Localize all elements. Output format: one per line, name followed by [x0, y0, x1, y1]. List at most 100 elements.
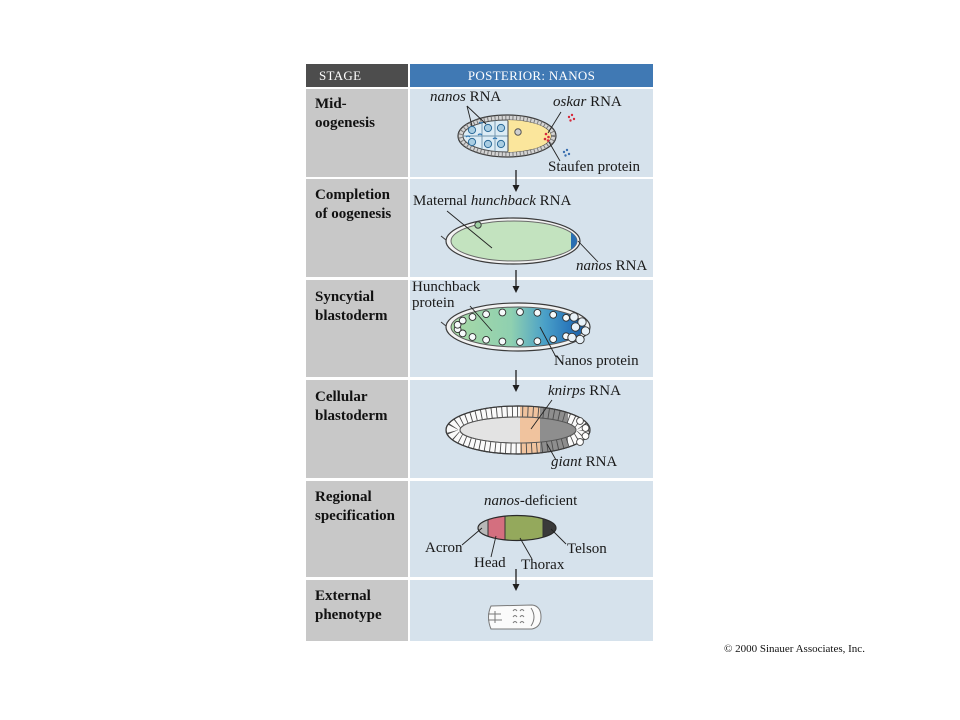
- oskar-rna-cluster: [543, 132, 550, 142]
- syncytial-nucleus: [562, 313, 570, 322]
- label-italic-part: knirps: [548, 383, 586, 399]
- stage-label-external-phenotype: External phenotype: [315, 587, 382, 624]
- label-thorax: Thorax: [521, 557, 565, 573]
- staufen-protein-symbol: [562, 148, 571, 157]
- arrow-down: [512, 170, 520, 192]
- larva-denticle-marks: [512, 609, 525, 624]
- larva-head-skeleton: [488, 611, 502, 623]
- follicle-cells: [458, 115, 556, 157]
- syncytial-nucleus: [458, 316, 467, 325]
- head-region: [488, 515, 505, 541]
- pole-cell: [576, 438, 584, 446]
- stage-label-mid-oogenesis: Mid- oogenesis: [315, 95, 375, 132]
- leader-lines-row1: [466, 105, 562, 162]
- nurse-nucleus: [496, 123, 506, 133]
- segment-regions: [478, 515, 556, 541]
- syncytial-nucleus: [516, 308, 524, 316]
- syncytial-nucleus: [516, 338, 524, 346]
- pole-cell: [575, 334, 585, 345]
- stage-cell-regional: [306, 481, 408, 577]
- syncytial-nuclei: [453, 308, 570, 346]
- nurse-nucleus: [467, 137, 477, 147]
- pole-cell: [570, 322, 581, 332]
- syncytial-nucleus: [453, 320, 462, 329]
- label-italic-part: oskar: [553, 94, 587, 110]
- arrow-down: [512, 270, 520, 293]
- oocyte-nucleus: [514, 128, 522, 136]
- thorax-region: [505, 515, 543, 541]
- label-rest-part: RNA: [465, 89, 502, 105]
- label-italic-part: nanos: [484, 493, 520, 509]
- stage-label-line: External: [315, 588, 371, 604]
- pole-cell: [580, 326, 591, 336]
- pole-cells: [567, 312, 591, 345]
- label-oskar-rna: oskar RNA: [553, 94, 622, 111]
- stage-label-line: Regional: [315, 489, 372, 505]
- nurse-nucleus: [483, 123, 493, 133]
- stage-cell-completion: [306, 179, 408, 277]
- label-nanos-rna-oogenesis: nanos RNA: [430, 89, 501, 106]
- posterior-nanos-rna: [571, 221, 577, 261]
- header-title-cell: POSTERIOR: NANOS: [410, 64, 653, 87]
- stage-label-line: of oogenesis: [315, 205, 392, 222]
- stage-label-line: Completion: [315, 187, 390, 203]
- arrow-down: [512, 370, 520, 392]
- larva-posterior-fold: [530, 607, 535, 627]
- stage-label-syncytial-blastoderm: Syncytial blastoderm: [315, 288, 388, 325]
- stage-label-line: Cellular: [315, 389, 368, 405]
- acron-region: [478, 515, 488, 541]
- syncytial-embryo: [440, 302, 591, 358]
- syncytial-nucleus: [533, 337, 542, 346]
- syncytial-nucleus: [498, 308, 507, 317]
- label-giant-rna: giant RNA: [551, 454, 617, 471]
- pole-cell: [567, 332, 577, 343]
- syncytial-nucleus: [468, 313, 477, 321]
- label-knirps-rna: knirps RNA: [548, 383, 621, 400]
- label-hunchback-protein: Hunchback protein: [412, 279, 480, 311]
- label-telson: Telson: [567, 541, 607, 557]
- copyright-notice: © 2000 Sinauer Associates, Inc.: [724, 643, 865, 655]
- stage-cell-cellular: [306, 380, 408, 478]
- syncytial-nucleus: [482, 335, 490, 344]
- label-line: Hunchback: [412, 279, 481, 295]
- syncytial-nucleus: [549, 335, 558, 344]
- nanos-rna-marks: [465, 121, 498, 140]
- label-italic-part: hunchback: [470, 193, 536, 209]
- micropyle-mark: [440, 235, 447, 241]
- pole-cell: [581, 432, 590, 440]
- stage-label-regional-specification: Regional specification: [315, 488, 395, 525]
- label-italic-part: nanos: [576, 258, 612, 274]
- pole-cell: [577, 317, 587, 327]
- stage-label-line: Syncytial: [315, 289, 375, 305]
- egg-nucleus: [474, 221, 482, 229]
- label-maternal-hunchback-rna: Maternal hunchback RNA: [413, 193, 571, 210]
- label-staufen-protein: Staufen protein: [548, 159, 641, 175]
- leader-lines-row2: [446, 210, 599, 263]
- label-acron: Acron: [425, 540, 463, 556]
- label-rest-part: RNA: [535, 193, 572, 209]
- syncytial-nucleus: [468, 333, 477, 341]
- label-rest-part: RNA: [585, 383, 621, 399]
- pole-cell: [569, 312, 579, 322]
- pole-cells: [576, 417, 590, 446]
- label-nanos-deficient: nanos-deficient: [484, 493, 577, 510]
- stage-label-line: blastoderm: [315, 407, 388, 424]
- stage-label-completion-of-oogenesis: Completion of oogenesis: [315, 186, 391, 223]
- leader-lines-row3: [469, 305, 557, 358]
- pole-cell: [581, 424, 590, 432]
- header-stage-label: STAGE: [319, 68, 362, 83]
- syncytial-nucleus: [533, 308, 542, 317]
- syncytial-nucleus: [498, 337, 507, 346]
- mature-egg: [440, 210, 599, 265]
- hunchback-rna-cytoplasm: [450, 220, 578, 262]
- stage-label-line: phenotype: [315, 606, 382, 623]
- leader-lines-row4: [530, 399, 557, 461]
- label-rest-part: RNA: [586, 94, 622, 110]
- syncytial-nucleus: [549, 310, 558, 319]
- label-italic-part: nanos: [430, 89, 466, 105]
- egg-chamber: [457, 105, 576, 162]
- embryo-outline: [445, 405, 591, 455]
- label-italic-part: giant: [551, 454, 582, 470]
